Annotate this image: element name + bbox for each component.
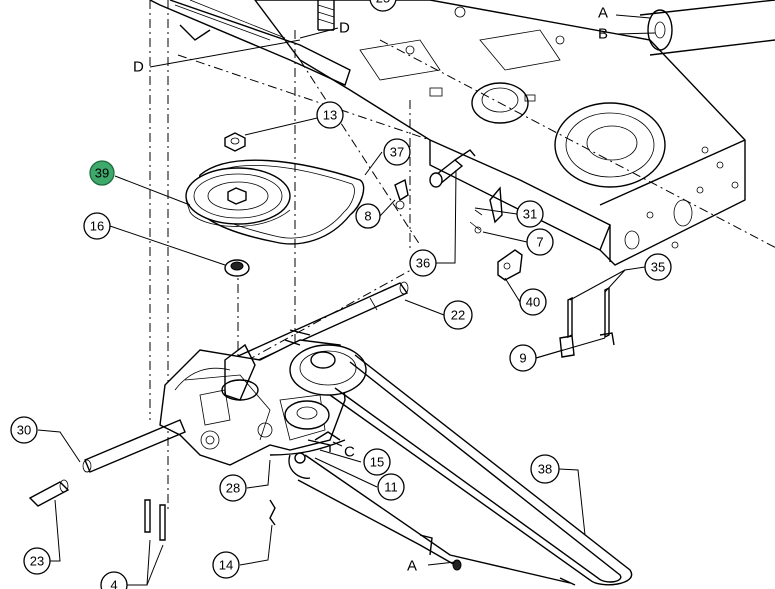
callout-11: 11 — [377, 473, 405, 501]
callout-9: 9 — [509, 344, 537, 372]
callout-circle — [369, 0, 397, 12]
label-c: C — [344, 444, 355, 461]
callout-28: 28 — [219, 474, 247, 502]
callout-39: 39 — [89, 160, 115, 186]
callout-label: 8 — [364, 209, 371, 224]
label-a-bottom: A — [407, 558, 417, 575]
callout-circle — [519, 288, 547, 316]
label-d-left: D — [133, 59, 144, 76]
callout-label: 38 — [538, 462, 552, 477]
callout-label: 37 — [390, 145, 404, 160]
label-b-top: B — [598, 26, 608, 43]
lower-linkage — [288, 439, 576, 586]
callout-14: 14 — [212, 551, 240, 579]
shaft — [235, 281, 409, 368]
callout-30: 30 — [10, 416, 38, 444]
callout-23: 23 — [23, 547, 51, 575]
callout-label: 25 — [376, 0, 390, 6]
callout-circle — [363, 448, 391, 476]
callout-37: 37 — [383, 138, 411, 166]
callout-label: 22 — [451, 308, 465, 323]
label-d-upper: D — [339, 20, 350, 37]
callout-13: 13 — [316, 101, 344, 129]
callout-15: 15 — [363, 448, 391, 476]
callout-35: 35 — [644, 253, 672, 281]
callout-circle — [509, 344, 537, 372]
callout-label: 39 — [95, 166, 109, 181]
transaxle — [82, 329, 367, 473]
callout-circle — [212, 551, 240, 579]
callout-label: 14 — [219, 558, 233, 573]
callout-label: 13 — [323, 108, 337, 123]
label-a-top: A — [598, 5, 608, 22]
callout-8: 8 — [355, 203, 381, 229]
callout-circle — [100, 571, 128, 589]
pulley-assembly — [185, 132, 365, 277]
callout-circle — [383, 138, 411, 166]
callout-31: 31 — [516, 200, 544, 228]
callout-7: 7 — [526, 228, 554, 256]
callout-circle — [377, 473, 405, 501]
callout-circle — [355, 203, 381, 229]
callout-4: 4 — [100, 571, 128, 589]
callout-label: 4 — [110, 578, 117, 589]
callout-label: 7 — [536, 235, 543, 250]
callout-38: 38 — [530, 454, 560, 484]
leader-lines — [37, 14, 656, 586]
callout-22: 22 — [443, 300, 473, 330]
callout-circle — [23, 547, 51, 575]
callout-label: 23 — [30, 554, 44, 569]
loose-parts — [28, 479, 276, 541]
callout-circle — [530, 454, 560, 484]
callout-label: 31 — [523, 207, 537, 222]
callout-circle — [443, 300, 473, 330]
callout-circle — [89, 160, 115, 186]
callout-label: 35 — [651, 260, 665, 275]
callout-label: 30 — [17, 423, 31, 438]
callout-40: 40 — [519, 288, 547, 316]
callout-label: 40 — [526, 295, 540, 310]
callout-label: 36 — [416, 256, 430, 271]
callout-label: 11 — [384, 480, 398, 495]
callout-circle — [644, 253, 672, 281]
callout-circle — [516, 200, 544, 228]
callout-16: 16 — [83, 212, 111, 240]
callout-label: 28 — [226, 481, 240, 496]
callout-36: 36 — [409, 249, 437, 277]
callout-circle — [219, 474, 247, 502]
callout-label: 9 — [519, 351, 526, 366]
drive-belt — [269, 354, 633, 586]
callout-circle — [83, 212, 111, 240]
callout-circle — [316, 101, 344, 129]
callout-label: 16 — [90, 219, 104, 234]
frame-chassis — [149, 0, 775, 266]
callout-circle — [10, 416, 38, 444]
callout-label: 15 — [370, 455, 384, 470]
callout-circle — [409, 249, 437, 277]
callout-circle — [526, 228, 554, 256]
callout-25: 25 — [369, 0, 397, 12]
